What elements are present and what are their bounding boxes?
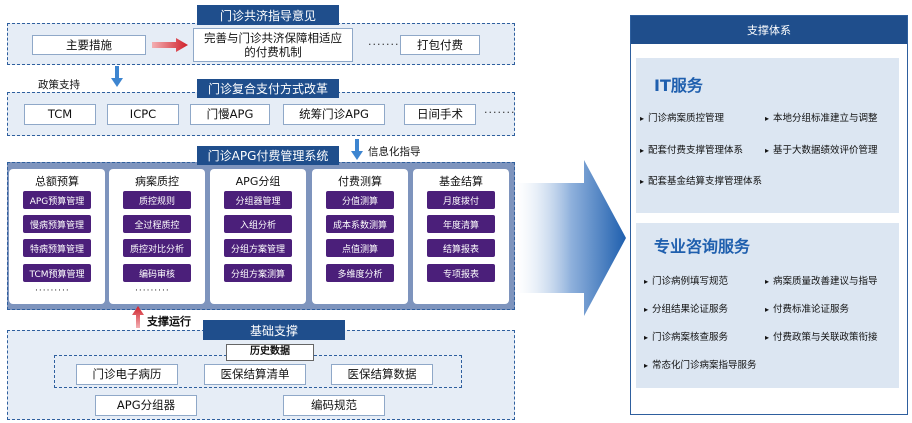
reform-item-pooled-apg: 统筹门诊APG bbox=[283, 104, 385, 125]
it-service-item: 配套基金结算支撑管理体系 bbox=[640, 173, 762, 187]
column-dots: ········· bbox=[35, 286, 70, 296]
foundation-title: 基础支撑 bbox=[203, 320, 345, 340]
consult-service-item: 常态化门诊病案指导服务 bbox=[644, 357, 757, 371]
column-title: APG分组 bbox=[235, 175, 281, 188]
mgmt-column-calculation: 付费测算 分值测算 成本系数测算 点值测算 多维度分析 bbox=[312, 169, 408, 304]
improve-mechanism-box: 完善与门诊共济保障相适应的付费机制 bbox=[193, 28, 353, 62]
down-arrow-icon bbox=[111, 66, 123, 87]
info-guidance-label: 信息化指导 bbox=[368, 146, 421, 158]
up-arrow-icon bbox=[132, 306, 144, 328]
history-item-settlement-list: 医保结算清单 bbox=[204, 364, 306, 385]
consult-service-item: 病案质量改善建议与指导 bbox=[765, 273, 878, 287]
guidance-title: 门诊共济指导意见 bbox=[197, 5, 339, 25]
module-button[interactable]: 结算报表 bbox=[427, 239, 495, 257]
reform-item-tcm: TCM bbox=[24, 104, 96, 125]
column-dots: ········· bbox=[135, 286, 170, 296]
module-button[interactable]: 分组器管理 bbox=[224, 191, 292, 209]
consult-service-item: 分组结果论证服务 bbox=[644, 301, 728, 315]
mgmt-column-quality: 病案质控 质控规则 全过程质控 质控对比分析 编码审核 ········· bbox=[109, 169, 205, 304]
module-button[interactable]: 入组分析 bbox=[224, 215, 292, 233]
module-button[interactable]: 分组方案管理 bbox=[224, 239, 292, 257]
apg-grouper-box: APG分组器 bbox=[95, 395, 197, 416]
module-button[interactable]: 慢病预算管理 bbox=[23, 215, 91, 233]
module-button[interactable]: 质控对比分析 bbox=[123, 239, 191, 257]
module-button[interactable]: 质控规则 bbox=[123, 191, 191, 209]
main-measures-box: 主要措施 bbox=[32, 35, 146, 55]
consult-service-panel: 专业咨询服务 门诊病例填写规范 病案质量改善建议与指导 分组结果论证服务 付费标… bbox=[636, 223, 899, 388]
mgmt-column-budget: 总额预算 APG预算管理 慢病预算管理 特病预算管理 TCM预算管理 ·····… bbox=[9, 169, 105, 304]
module-button[interactable]: TCM预算管理 bbox=[23, 264, 91, 282]
it-service-panel: IT服务 门诊病案质控管理 本地分组标准建立与调整 配套付费支撑管理体系 基于大… bbox=[636, 58, 899, 213]
column-title: 基金结算 bbox=[439, 175, 483, 188]
module-button[interactable]: 特病预算管理 bbox=[23, 239, 91, 257]
module-button[interactable]: 成本系数测算 bbox=[326, 215, 394, 233]
it-service-item: 本地分组标准建立与调整 bbox=[765, 110, 878, 124]
it-service-item: 配套付费支撑管理体系 bbox=[640, 142, 743, 156]
mgmt-title: 门诊APG付费管理系统 bbox=[197, 146, 339, 165]
module-button[interactable]: APG预算管理 bbox=[23, 191, 91, 209]
module-button[interactable]: 月度拨付 bbox=[427, 191, 495, 209]
history-item-settlement-data: 医保结算数据 bbox=[331, 364, 433, 385]
history-item-emr: 门诊电子病历 bbox=[76, 364, 178, 385]
consult-service-item: 门诊病例填写规范 bbox=[644, 273, 728, 287]
mgmt-column-grouping: APG分组 分组器管理 入组分析 分组方案管理 分组方案测算 bbox=[210, 169, 306, 304]
it-service-item: 基于大数据绩效评价管理 bbox=[765, 142, 878, 156]
bundled-payment-box: 打包付费 bbox=[400, 35, 480, 55]
reform-title: 门诊复合支付方式改革 bbox=[197, 79, 339, 98]
reform-item-icpc: ICPC bbox=[107, 104, 179, 125]
consult-service-title: 专业咨询服务 bbox=[654, 237, 751, 256]
reform-item-chronic-apg: 门慢APG bbox=[190, 104, 270, 125]
policy-support-label: 政策支持 bbox=[38, 79, 80, 91]
big-right-arrow-icon bbox=[516, 160, 626, 316]
module-button[interactable]: 分组方案测算 bbox=[224, 264, 292, 282]
reform-item-day-surgery: 日间手术 bbox=[404, 104, 476, 125]
module-button[interactable]: 年度清算 bbox=[427, 215, 495, 233]
support-system-header: 支撑体系 bbox=[631, 16, 907, 44]
red-arrow-icon bbox=[152, 38, 188, 52]
it-service-title: IT服务 bbox=[654, 76, 703, 95]
module-button[interactable]: 分值测算 bbox=[326, 191, 394, 209]
module-button[interactable]: 多维度分析 bbox=[326, 264, 394, 282]
history-data-title: 历史数据 bbox=[226, 344, 314, 361]
guidance-dots: ······· bbox=[368, 38, 400, 51]
it-service-item: 门诊病案质控管理 bbox=[640, 110, 724, 124]
module-button[interactable]: 编码审核 bbox=[123, 264, 191, 282]
column-title: 病案质控 bbox=[135, 175, 179, 188]
mgmt-column-settlement: 基金结算 月度拨付 年度清算 结算报表 专项报表 bbox=[413, 169, 509, 304]
reform-dots: ······· bbox=[484, 106, 516, 119]
module-button[interactable]: 点值测算 bbox=[326, 239, 394, 257]
consult-service-item: 付费标准论证服务 bbox=[765, 301, 849, 315]
support-run-label: 支撑运行 bbox=[147, 315, 191, 328]
module-button[interactable]: 专项报表 bbox=[427, 264, 495, 282]
column-title: 付费测算 bbox=[338, 175, 382, 188]
down-arrow-icon bbox=[351, 139, 363, 160]
column-title: 总额预算 bbox=[35, 175, 79, 188]
support-system-panel: 支撑体系 IT服务 门诊病案质控管理 本地分组标准建立与调整 配套付费支撑管理体… bbox=[630, 15, 908, 415]
consult-service-item: 付费政策与关联政策衔接 bbox=[765, 329, 878, 343]
coding-standard-box: 编码规范 bbox=[283, 395, 385, 416]
module-button[interactable]: 全过程质控 bbox=[123, 215, 191, 233]
consult-service-item: 门诊病案核查服务 bbox=[644, 329, 728, 343]
